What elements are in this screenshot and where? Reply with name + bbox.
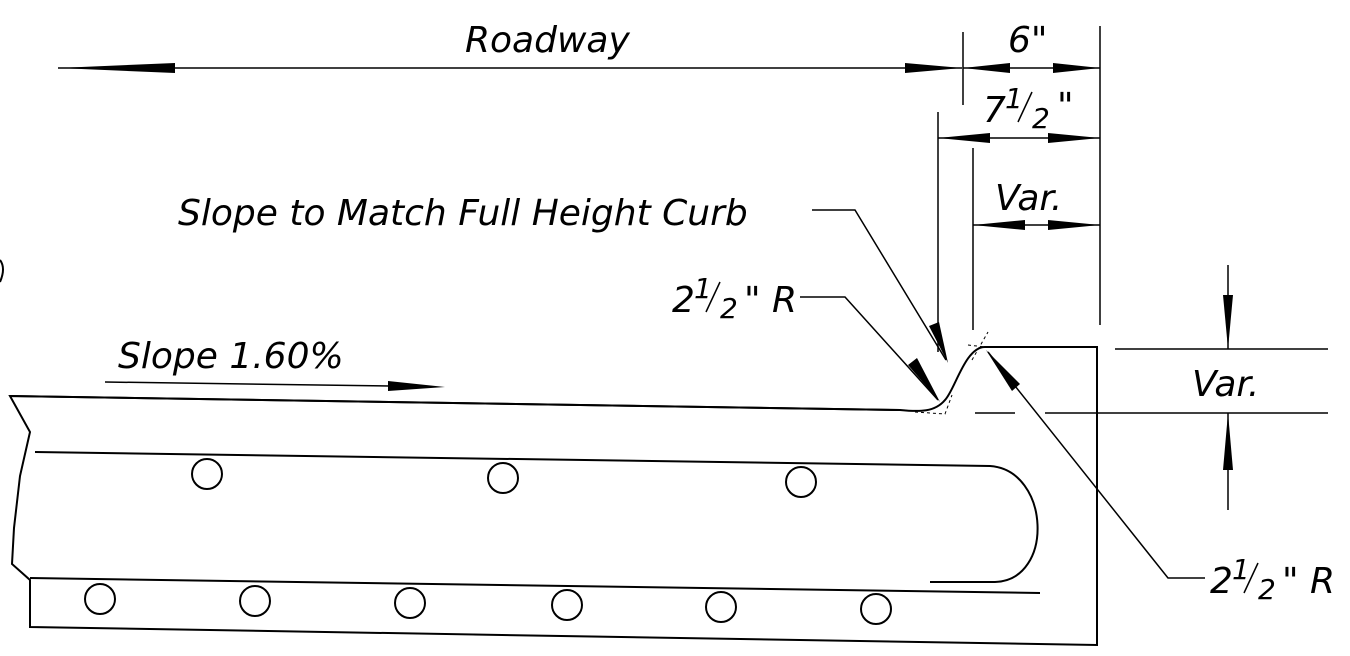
rebar-bar <box>705 591 737 623</box>
fraction-bar <box>1017 91 1033 123</box>
rebar-bar <box>191 458 223 490</box>
roadway-label: Roadway <box>465 20 630 61</box>
r-left-whole: 2 <box>672 280 695 321</box>
var-top-label: Var. <box>995 178 1062 219</box>
rebar-bar <box>394 587 426 619</box>
construction-line <box>914 394 953 415</box>
r-right-num: 1 <box>1232 553 1250 586</box>
slope-pct-label: Slope 1.60% <box>118 336 344 377</box>
r-left-num: 1 <box>694 272 712 305</box>
six-inch-label: 6" <box>1008 20 1047 61</box>
rebar-bar <box>84 583 116 615</box>
seven-half-den: 2 <box>1032 102 1050 135</box>
slab-outline <box>8 346 1098 647</box>
arrow-left <box>58 63 175 73</box>
r-right-suffix: " R <box>1282 561 1335 602</box>
rebar-bar <box>239 585 271 617</box>
rebar-bar <box>551 589 583 621</box>
arrow-left <box>973 220 1025 230</box>
arrow-head <box>986 350 1020 391</box>
r-right-den: 2 <box>1258 573 1276 606</box>
slope-note: Slope to Match Full Height Curb <box>178 193 748 234</box>
var-side-label: Var. <box>1192 364 1259 405</box>
r-right-leader <box>987 351 1205 579</box>
rebar-bar <box>487 462 519 494</box>
rebar-bar <box>860 593 892 625</box>
arrow-up <box>1223 413 1233 470</box>
broken-edge <box>0 259 4 283</box>
construction-line <box>971 331 989 361</box>
arrow-head <box>929 322 948 363</box>
roadway-surface <box>9 395 901 411</box>
arrow-down <box>1223 295 1233 349</box>
rebar-bar <box>785 466 817 498</box>
slope-note-leader <box>812 209 947 361</box>
arrow-right <box>1048 220 1100 230</box>
slope-underline <box>104 381 391 387</box>
seven-half-whole: 7 <box>983 90 1006 131</box>
fraction-bar <box>705 281 721 313</box>
arrow-left <box>938 133 990 143</box>
arrow-right <box>905 63 962 73</box>
seven-half-num: 1 <box>1005 82 1023 115</box>
rebar-bottom <box>29 577 1041 594</box>
arrow-right <box>1048 133 1100 143</box>
r-left-den: 2 <box>720 292 738 325</box>
seven-half-mark: " <box>1057 86 1074 127</box>
rebar-loop <box>34 451 1039 583</box>
arrow-head <box>908 358 940 402</box>
r-right-whole: 2 <box>1210 561 1233 602</box>
r-left-leader <box>800 296 939 401</box>
r-left-suffix: " R <box>744 280 797 321</box>
construction-line <box>967 344 986 348</box>
slope-arrow <box>388 381 445 391</box>
fraction-bar <box>1243 562 1259 594</box>
